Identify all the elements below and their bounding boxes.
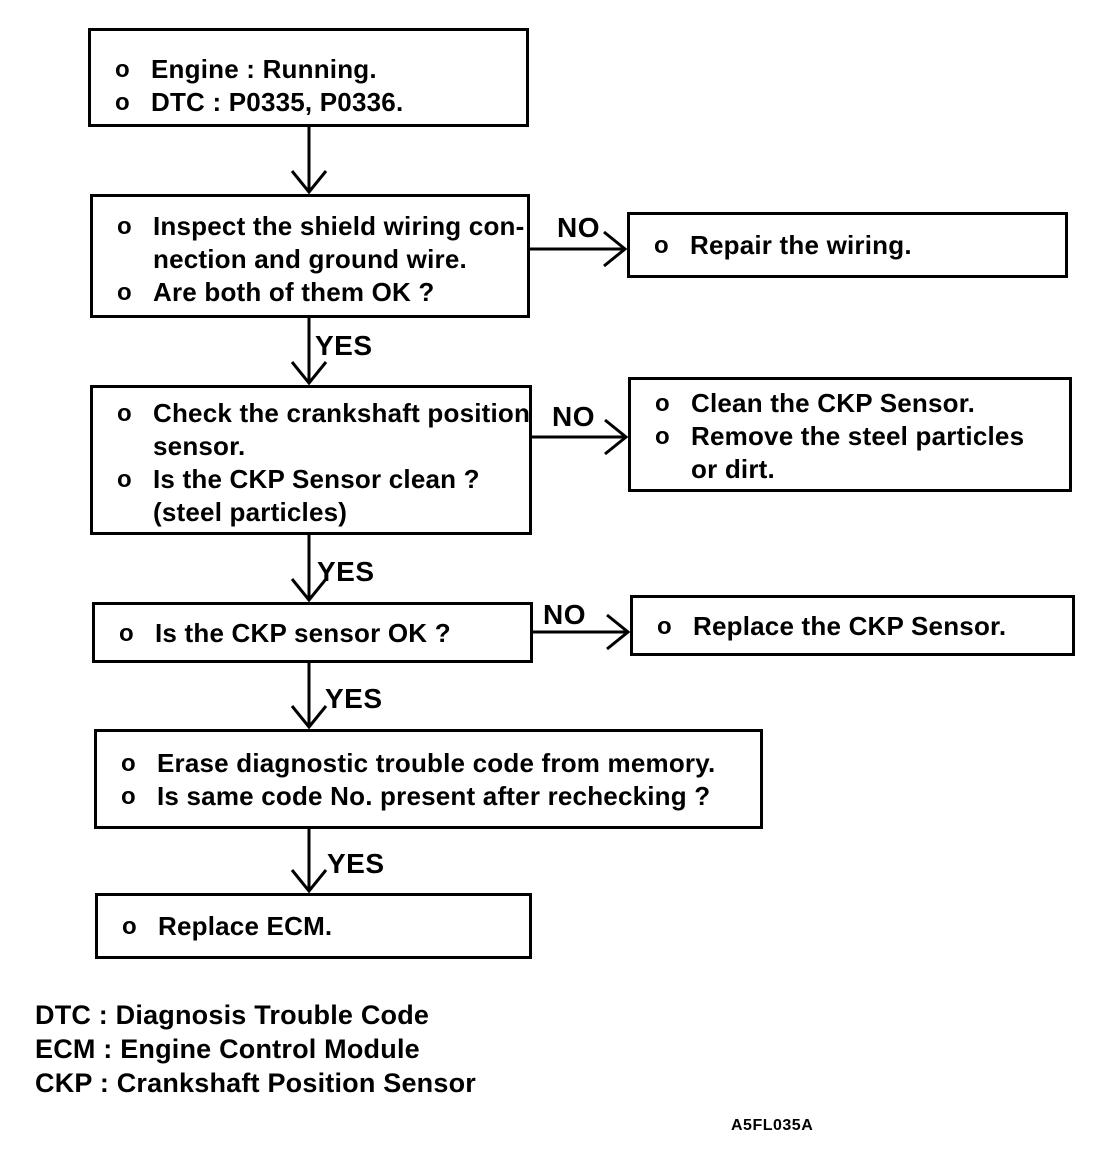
list-item: o Replace the CKP Sensor. (633, 610, 1072, 643)
list-item: o Inspect the shield wiring con- nection… (93, 210, 527, 276)
bullet: o (655, 423, 670, 450)
node-replace-ecm: o Replace ECM. (95, 893, 532, 959)
label-yes-4: YES (327, 848, 385, 879)
node-line: or dirt. (691, 454, 775, 484)
node-erase-dtc: o Erase diagnostic trouble code from mem… (94, 729, 763, 829)
legend-line-ecm: ECM : Engine Control Module (35, 1034, 420, 1064)
legend-line-ckp: CKP : Crankshaft Position Sensor (35, 1068, 476, 1098)
node-line: Check the crankshaft position (153, 398, 531, 428)
node-line: Inspect the shield wiring con- (153, 211, 525, 241)
node-line: sensor. (153, 431, 246, 461)
label-yes-1: YES (315, 330, 373, 361)
node-line: Replace the CKP Sensor. (693, 611, 1007, 641)
list-item: o Engine : Running. (91, 53, 526, 86)
node-line: Are both of them OK ? (153, 277, 435, 307)
list-item: o Check the crankshaft position sensor. (93, 397, 531, 463)
bullet: o (117, 400, 132, 427)
bullet: o (115, 89, 130, 116)
bullet: o (119, 620, 134, 647)
bullet: o (117, 466, 132, 493)
label-no-3: NO (543, 599, 586, 630)
arrow-ckpok-to-erase (290, 663, 328, 730)
figure-code: A5FL035A (731, 1117, 814, 1134)
bullet: o (657, 613, 672, 640)
node-line: Replace ECM. (158, 911, 333, 941)
node-line: DTC : P0335, P0336. (151, 87, 404, 117)
node-inspect-wiring: o Inspect the shield wiring con- nection… (90, 194, 530, 318)
list-item: o Repair the wiring. (630, 229, 1065, 262)
node-line: (steel particles) (153, 497, 348, 527)
node-replace-ckp-sensor: o Replace the CKP Sensor. (630, 595, 1075, 656)
node-line: Engine : Running. (151, 54, 377, 84)
bullet: o (121, 783, 136, 810)
list-item: o Is same code No. present after recheck… (97, 780, 760, 813)
label-no-2: NO (552, 401, 595, 432)
list-item: o Remove the steel particles or dirt. (631, 420, 1069, 486)
node-ckp-sensor-ok: o Is the CKP sensor OK ? (92, 602, 533, 663)
bullet: o (117, 213, 132, 240)
node-line: Remove the steel particles (691, 421, 1025, 451)
node-line: Is the CKP sensor OK ? (155, 618, 451, 648)
node-line: Clean the CKP Sensor. (691, 388, 976, 418)
bullet: o (655, 390, 670, 417)
list-item: o DTC : P0335, P0336. (91, 86, 526, 119)
list-item: o Replace ECM. (98, 910, 529, 943)
arrow-erase-to-ecm (290, 829, 328, 894)
node-line: Is the CKP Sensor clean ? (153, 464, 480, 494)
bullet: o (115, 56, 130, 83)
node-line: Erase diagnostic trouble code from memor… (157, 748, 716, 778)
bullet: o (117, 279, 132, 306)
arrow-start-to-inspect (290, 127, 328, 195)
bullet: o (122, 913, 137, 940)
node-line: Is same code No. present after recheckin… (157, 781, 711, 811)
legend-line-dtc: DTC : Diagnosis Trouble Code (35, 1000, 430, 1030)
label-yes-3: YES (325, 683, 383, 714)
list-item: o Are both of them OK ? (93, 276, 527, 309)
node-check-ckp-sensor: o Check the crankshaft position sensor. … (90, 385, 532, 535)
label-yes-2: YES (317, 556, 375, 587)
bullet: o (121, 750, 136, 777)
bullet: o (654, 232, 669, 259)
node-start-conditions: o Engine : Running. o DTC : P0335, P0336… (88, 28, 529, 127)
node-repair-wiring: o Repair the wiring. (627, 212, 1068, 278)
label-no-1: NO (557, 212, 600, 243)
node-line: Repair the wiring. (690, 230, 912, 260)
list-item: o Erase diagnostic trouble code from mem… (97, 747, 760, 780)
node-clean-ckp-sensor: o Clean the CKP Sensor. o Remove the ste… (628, 377, 1072, 492)
list-item: o Is the CKP sensor OK ? (95, 617, 530, 650)
abbreviation-legend: DTC : Diagnosis Trouble Code ECM : Engin… (35, 998, 476, 1100)
node-line: nection and ground wire. (153, 244, 467, 274)
list-item: o Is the CKP Sensor clean ? (steel parti… (93, 463, 529, 529)
list-item: o Clean the CKP Sensor. (631, 387, 1069, 420)
